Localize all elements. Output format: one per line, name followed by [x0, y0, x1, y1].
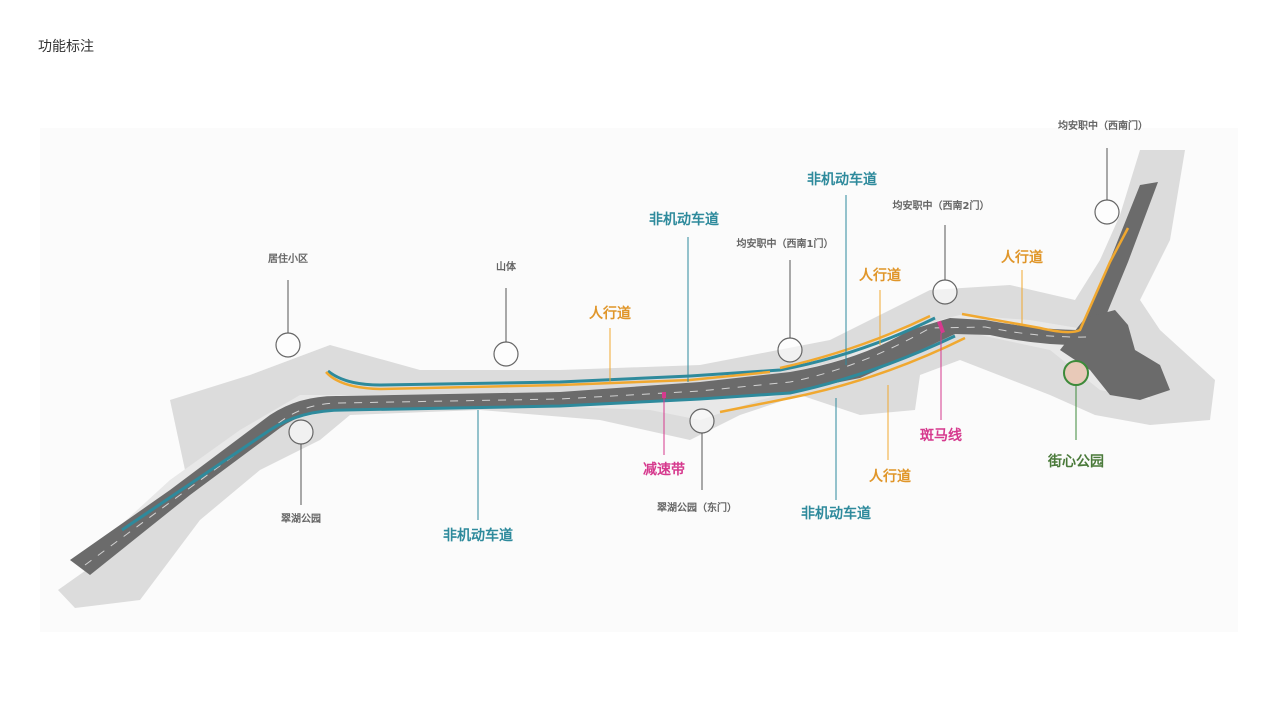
- pedestrian-label-4: 人行道: [869, 468, 911, 485]
- junan-sw-gate-label: 均安职中（西南门）: [1058, 119, 1148, 132]
- street-park-label: 街心公园: [1047, 453, 1104, 470]
- junan-sw-gate-marker: [1094, 199, 1120, 225]
- page-title: 功能标注: [38, 39, 94, 55]
- cuihu-park-marker: [288, 419, 314, 445]
- zebra-crossing-mark: [937, 320, 945, 334]
- non-motor-label-bottom-1: 非机动车道: [443, 527, 513, 544]
- pedestrian-walks: [325, 227, 1130, 414]
- pedestrian-label-2: 人行道: [859, 267, 901, 284]
- residential-label: 居住小区: [268, 252, 308, 265]
- mountain-marker: [493, 341, 519, 367]
- speed-bump-label: 减速带: [643, 461, 685, 478]
- callout-lines: [477, 195, 1023, 520]
- cuihu-park-label: 翠湖公园: [281, 512, 321, 525]
- cuihu-east-gate-label: 翠湖公园（东门）: [657, 501, 737, 514]
- street-park-marker: [1063, 360, 1089, 386]
- junan-sw1-label: 均安职中（西南1门）: [737, 237, 834, 250]
- road-center-line: [84, 326, 1089, 566]
- residential-marker: [275, 332, 301, 358]
- non-motor-lanes: [121, 316, 956, 532]
- leader-lines: [287, 148, 1108, 505]
- cuihu-east-gate-marker: [689, 408, 715, 434]
- zebra-crossing-label: 斑马线: [920, 427, 962, 444]
- pedestrian-label-3: 人行道: [1001, 249, 1043, 266]
- junan-sw2-label: 均安职中（西南2门）: [893, 199, 990, 212]
- non-motor-label-top-2: 非机动车道: [807, 171, 877, 188]
- non-motor-label-bottom-2: 非机动车道: [801, 505, 871, 522]
- junction: [1060, 310, 1170, 400]
- pedestrian-label-1: 人行道: [589, 305, 631, 322]
- non-motor-label-top-1: 非机动车道: [649, 211, 719, 228]
- speed-bump-mark: [662, 392, 666, 398]
- junan-sw2-marker: [932, 279, 958, 305]
- junan-sw1-marker: [777, 337, 803, 363]
- mountain-label: 山体: [496, 260, 517, 273]
